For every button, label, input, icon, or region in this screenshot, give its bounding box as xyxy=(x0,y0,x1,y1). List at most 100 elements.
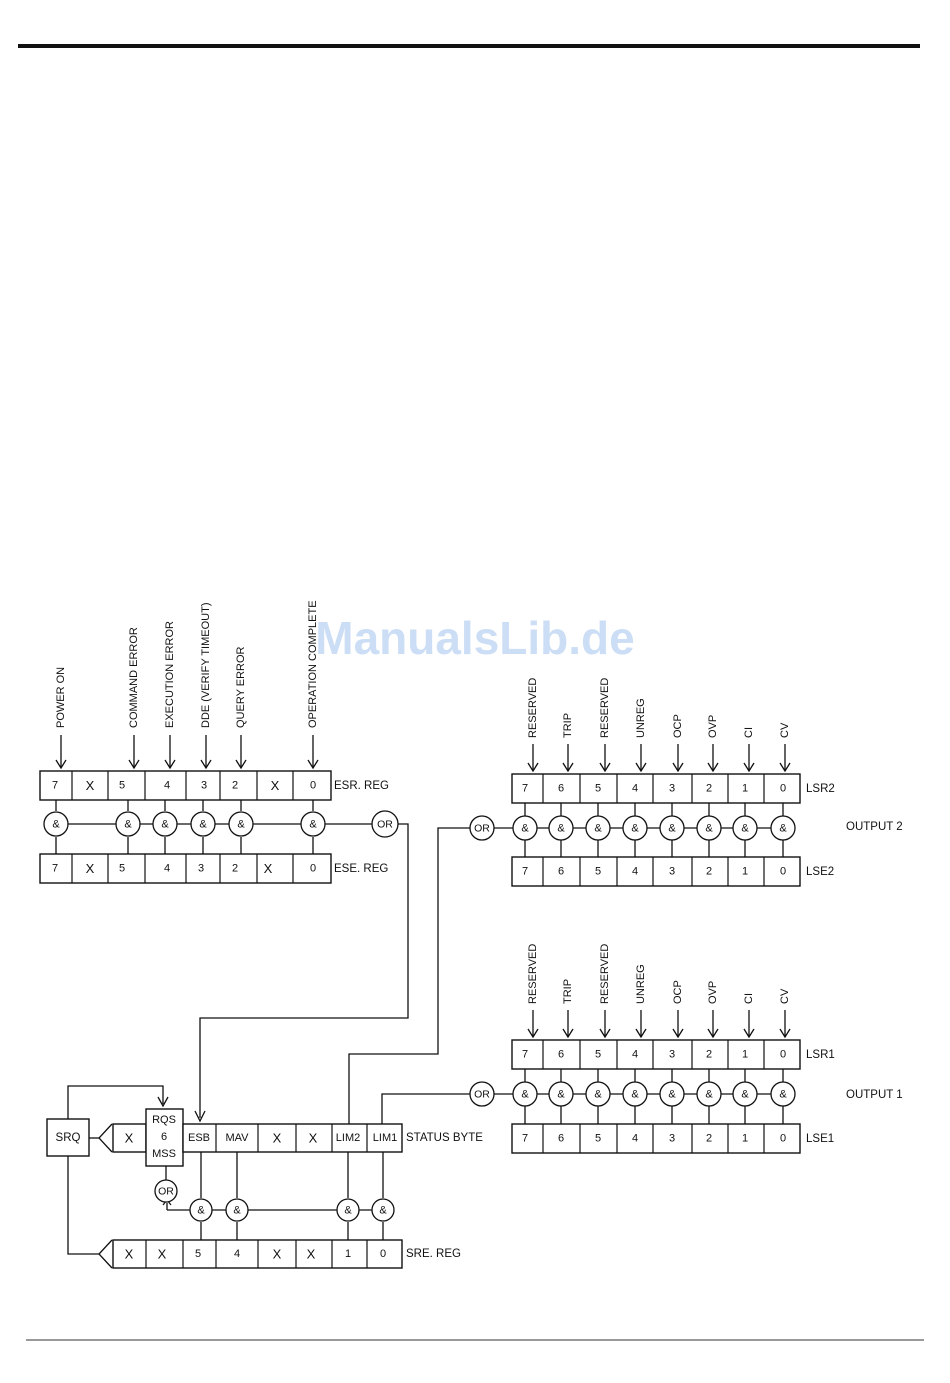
output1-event-label: UNREG xyxy=(635,964,647,1004)
output2-lsr-cell: 1 xyxy=(742,783,748,795)
mss-or-gate xyxy=(154,1179,178,1203)
srq-rqs-wire xyxy=(67,1085,164,1119)
output2-event-arrow-head xyxy=(707,762,719,773)
sre-and-gate xyxy=(336,1198,360,1222)
esr-cell: 7 xyxy=(52,780,58,792)
output1-and-gate xyxy=(696,1081,722,1107)
sre-reg-label: SRE. REG xyxy=(406,1248,461,1260)
srq-connector xyxy=(98,1123,113,1153)
output2-label: OUTPUT 2 xyxy=(846,821,903,833)
sre-cell: 5 xyxy=(195,1248,201,1260)
output1-label: OUTPUT 1 xyxy=(846,1089,903,1101)
esr-event-arrow-head xyxy=(164,759,176,770)
output1-lse-register xyxy=(511,1123,801,1154)
output1-and-gate-label: & xyxy=(594,1089,602,1101)
status-byte-cell: X xyxy=(273,1131,282,1146)
esr-event-label: POWER ON xyxy=(55,667,67,728)
output2-event-arrow-head xyxy=(779,762,791,773)
output2-and-gate-label: & xyxy=(668,823,676,835)
output2-event-label: CI xyxy=(743,727,755,738)
output2-lse-cell: 3 xyxy=(669,866,675,878)
esr-cell: X xyxy=(86,778,95,793)
sre-and-gate-label: & xyxy=(344,1205,352,1217)
esr-event-arrow-head xyxy=(307,759,319,770)
output1-and-gate xyxy=(622,1081,648,1107)
output2-event-label: OVP xyxy=(707,715,719,738)
sre-connector xyxy=(98,1239,113,1269)
ese-cell: 3 xyxy=(198,863,204,875)
output1-event-label: OVP xyxy=(707,981,719,1004)
status-byte-cell: X xyxy=(125,1131,134,1146)
output2-and-gate-label: & xyxy=(741,823,749,835)
output2-and-gate xyxy=(585,815,611,841)
output1-event-arrow-head xyxy=(707,1028,719,1039)
output2-and-gate-label: & xyxy=(521,823,529,835)
esr-cell: 0 xyxy=(310,780,316,792)
output1-lse-cell: 4 xyxy=(632,1133,638,1145)
sre-cell: 1 xyxy=(345,1248,351,1260)
esb-feed-head xyxy=(194,1110,206,1123)
output1-and-gate-label: & xyxy=(631,1089,639,1101)
output1-lsr-cell: 3 xyxy=(669,1049,675,1061)
output2-lse-cell: 4 xyxy=(632,866,638,878)
output2-lsr-label: LSR2 xyxy=(806,783,835,795)
lim1-feed-wire xyxy=(381,1093,470,1124)
sre-and-gate xyxy=(371,1198,395,1222)
output2-event-arrow-head xyxy=(562,762,574,773)
esr-event-label: DDE (VERIFY TIMEOUT) xyxy=(200,603,212,729)
srq-label: SRQ xyxy=(56,1132,81,1144)
output2-lsr-cell: 2 xyxy=(706,783,712,795)
output2-and-gate-label: & xyxy=(705,823,713,835)
output1-event-arrow-head xyxy=(779,1028,791,1039)
output2-lse-label: LSE2 xyxy=(806,866,834,878)
output1-lse-cell: 2 xyxy=(706,1133,712,1145)
status-byte-cell: MAV xyxy=(225,1132,249,1144)
ese-cell: 5 xyxy=(119,863,125,875)
esr-and-gate-label: & xyxy=(161,819,169,831)
esr-and-gate-label: & xyxy=(237,819,245,831)
output1-event-arrow-head xyxy=(527,1028,539,1039)
output2-lse-cell: 5 xyxy=(595,866,601,878)
esr-cell: 2 xyxy=(232,780,238,792)
esr-and-gate xyxy=(300,811,326,837)
sre-cell: 0 xyxy=(380,1248,386,1260)
register-boxes xyxy=(39,770,801,1269)
ese-cell: 2 xyxy=(232,863,238,875)
status-byte-cell: LIM1 xyxy=(373,1132,397,1144)
srq-rqs-head xyxy=(157,1096,169,1108)
output2-and-gate xyxy=(770,815,796,841)
ese-cell: X xyxy=(86,861,95,876)
esr-cell: 3 xyxy=(201,780,207,792)
output2-and-gate xyxy=(732,815,758,841)
output2-and-gate xyxy=(548,815,574,841)
output1-lsr-cell: 7 xyxy=(522,1049,528,1061)
signal-arrows xyxy=(55,735,791,1206)
output1-event-label: RESERVED xyxy=(599,944,611,1004)
output1-event-arrow-head xyxy=(743,1028,755,1039)
esr-event-arrow-head xyxy=(55,759,67,770)
output1-lsr-cell: 1 xyxy=(742,1049,748,1061)
sre-and-gate xyxy=(189,1198,213,1222)
sre-cell: X xyxy=(307,1247,316,1262)
esr-cell: 5 xyxy=(119,780,125,792)
output1-and-gate-label: & xyxy=(779,1089,787,1101)
output1-event-arrow-head xyxy=(562,1028,574,1039)
output2-event-label: CV xyxy=(779,722,791,738)
esr-and-gate-label: & xyxy=(124,819,132,831)
ese-cell: X xyxy=(264,861,273,876)
output2-and-gate-label: & xyxy=(779,823,787,835)
sre-and-gate xyxy=(225,1198,249,1222)
srq-sre-wire xyxy=(67,1156,99,1255)
sre-cell: X xyxy=(125,1247,134,1262)
output2-event-label: TRIP xyxy=(562,713,574,738)
output1-or-gate-label: OR xyxy=(474,1089,490,1101)
output2-or-gate-label: OR xyxy=(474,823,490,835)
output2-or-gate xyxy=(469,815,495,841)
output2-event-arrow-head xyxy=(635,762,647,773)
output1-and-gate-label: & xyxy=(668,1089,676,1101)
esr-event-label: COMMAND ERROR xyxy=(128,627,140,728)
output1-lsr-cell: 0 xyxy=(780,1049,786,1061)
output1-lse-cell: 6 xyxy=(558,1133,564,1145)
